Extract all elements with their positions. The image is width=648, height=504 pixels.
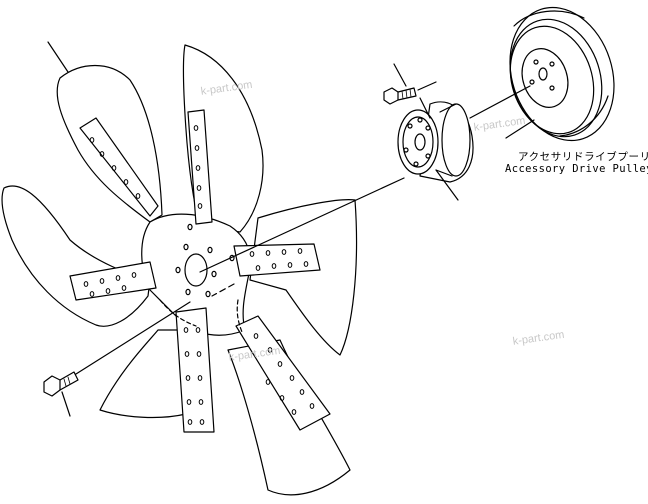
accessory-drive-pulley-icon xyxy=(509,6,615,142)
pulley-leader-line xyxy=(505,119,535,139)
lower-bolt-leader-line xyxy=(61,391,71,417)
spacer-leader-line xyxy=(435,169,459,201)
spacer-to-pulley-line xyxy=(469,85,531,119)
bolt-to-spacer-line xyxy=(417,81,437,91)
pulley-label-jp: アクセサリドライブプーリ xyxy=(518,151,648,163)
spacer-to-fan-axis-line xyxy=(199,177,405,273)
hex-bolt-lower-icon xyxy=(43,371,79,397)
pulley-label-en: Accessory Drive Pulley xyxy=(505,163,648,175)
fan-leader-line xyxy=(47,41,69,73)
upper-bolt-axis-line xyxy=(419,97,431,119)
fan-spacer-icon xyxy=(397,101,474,183)
hidden-axis-line xyxy=(211,283,235,297)
hex-bolt-upper-icon xyxy=(383,87,417,105)
fan-to-bolt-axis-line xyxy=(75,301,191,375)
upper-bolt-leader-line xyxy=(393,63,407,87)
cooling-fan-icon xyxy=(1,44,358,496)
